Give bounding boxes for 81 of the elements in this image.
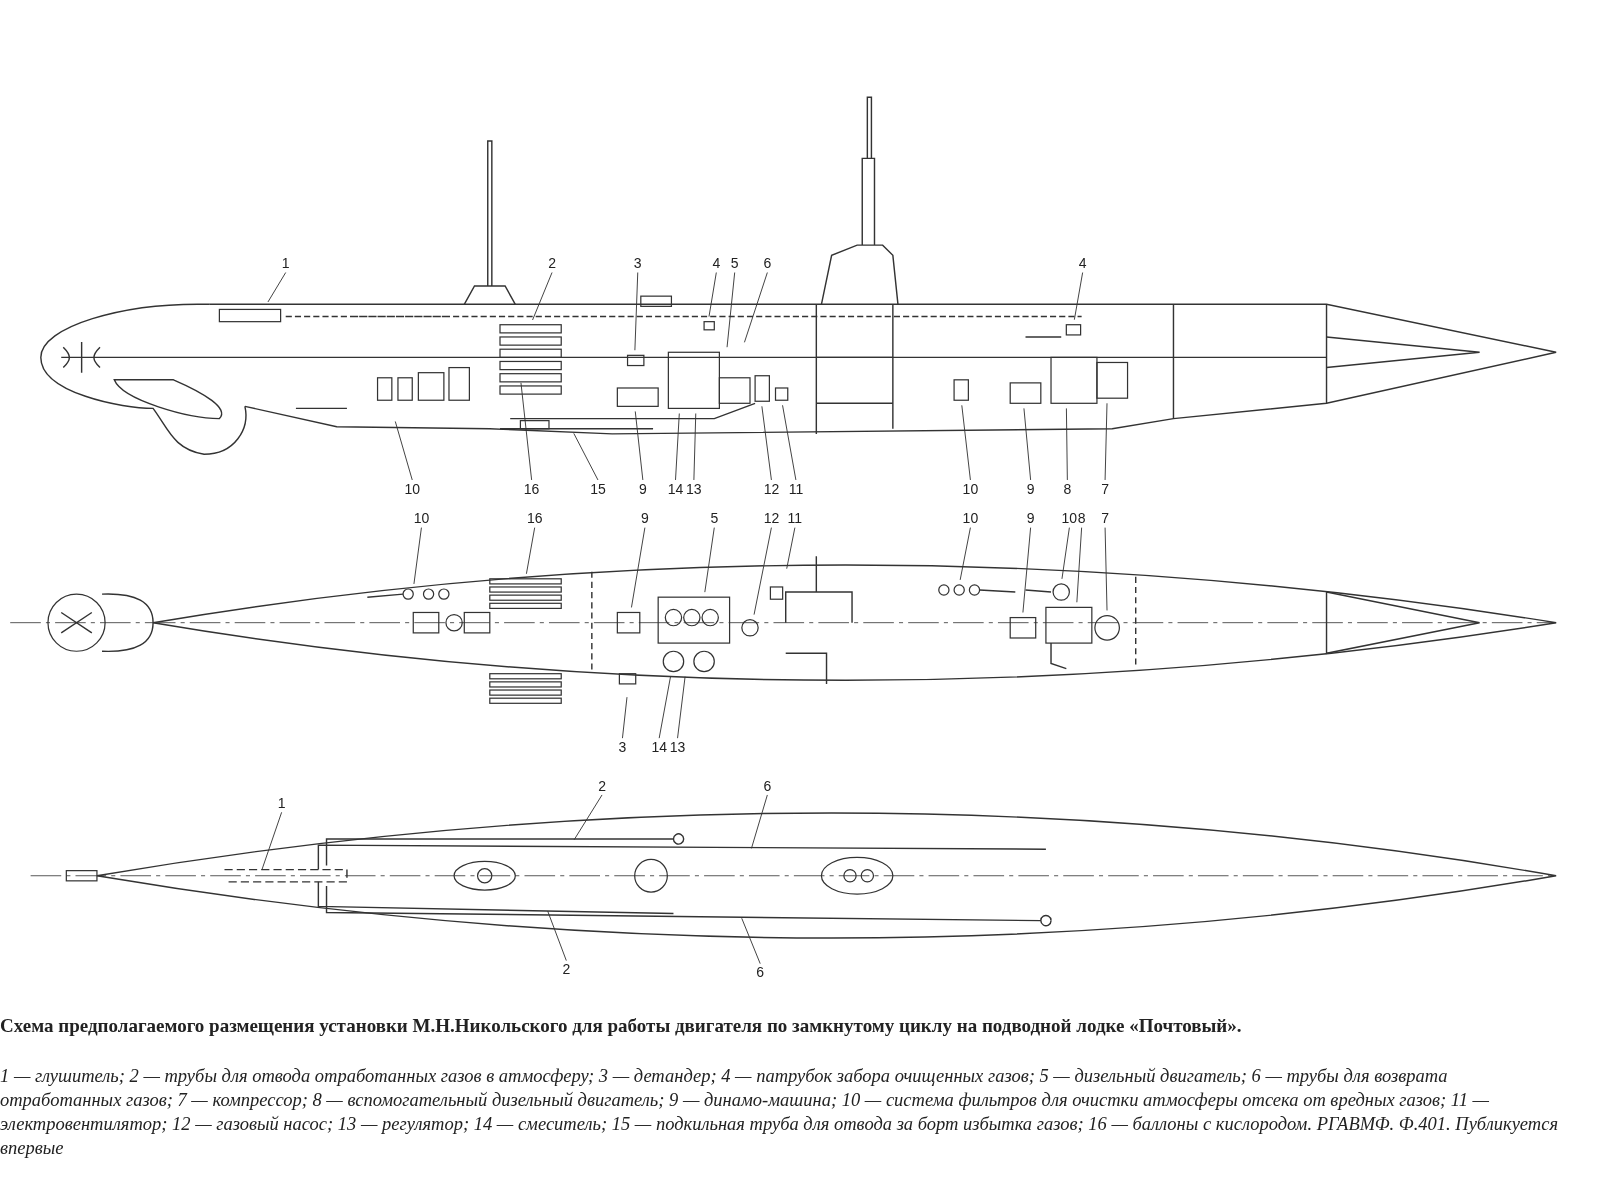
leader-line xyxy=(547,910,567,962)
leader-line xyxy=(761,405,772,481)
callout-number: 6 xyxy=(754,964,767,981)
leader-line xyxy=(751,794,768,849)
callout-number: 4 xyxy=(710,255,723,272)
leader-line xyxy=(675,413,680,481)
leader-line xyxy=(631,527,646,608)
leader-line xyxy=(786,527,796,570)
callout-number: 11 xyxy=(785,510,805,527)
leader-line xyxy=(782,404,797,481)
callout-number: 13 xyxy=(684,480,704,497)
callout-number: 7 xyxy=(1099,510,1111,527)
leader-line xyxy=(1104,527,1108,611)
leader-line xyxy=(726,272,736,348)
callout-number: 10 xyxy=(960,510,981,527)
callout-number: 6 xyxy=(761,255,774,272)
callout-number: 7 xyxy=(1099,480,1111,497)
callout-number: 5 xyxy=(708,510,721,527)
callout-number: 5 xyxy=(728,255,741,272)
callout-number: 4 xyxy=(1076,255,1089,272)
pipe-drawing xyxy=(317,844,1047,871)
leader-line xyxy=(573,794,603,841)
callout-number: 10 xyxy=(960,480,981,497)
callout-number: 9 xyxy=(1024,510,1037,527)
callout-number: 15 xyxy=(588,480,608,497)
leader-line xyxy=(520,382,533,481)
leader-line xyxy=(532,272,553,321)
callout-number: 2 xyxy=(560,961,573,978)
pipe-drawing xyxy=(317,881,675,915)
callout-number: 12 xyxy=(761,510,782,527)
callout-number: 3 xyxy=(616,738,629,755)
callout-number: 14 xyxy=(649,738,669,755)
callout-number: 11 xyxy=(786,480,806,497)
muffler-drawing xyxy=(223,868,348,883)
leader-line xyxy=(622,696,628,739)
leader-line xyxy=(1065,407,1068,481)
callout-number: 9 xyxy=(1024,480,1037,497)
leader-line xyxy=(1073,272,1084,321)
leader-line xyxy=(741,917,761,965)
leader-line xyxy=(961,404,971,481)
figure-title: Схема предполагаемого размещения установки М.Н.Никольского для работы двигателя по замкнутому циклу на подводной лодке «Почтовый». xyxy=(0,1014,1243,1038)
leader-line xyxy=(744,272,768,343)
leader-line xyxy=(413,527,422,585)
leader-line xyxy=(1104,402,1108,481)
leader-line xyxy=(573,432,599,481)
pipe-drawing xyxy=(325,833,685,867)
callout-number: 8 xyxy=(1061,480,1074,497)
leader-line xyxy=(634,272,639,351)
leader-line xyxy=(394,421,413,481)
callout-number: 2 xyxy=(546,255,558,272)
leader-line xyxy=(677,676,686,739)
leader-line xyxy=(267,272,287,303)
leader-line xyxy=(959,527,971,581)
leader-line xyxy=(704,527,715,593)
callout-number: 16 xyxy=(524,510,545,527)
leader-line xyxy=(658,676,671,739)
leader-line xyxy=(753,527,772,616)
callout-number: 2 xyxy=(596,777,608,794)
leader-line xyxy=(1076,527,1083,603)
figure-caption: 1 — глушитель; 2 — трубы для отвода отработанных газов в атмосферу; 3 — детандер; 4 — патрубок забора очищенных газов; 5 — дизельный двигатель; 6 — трубы для возврата отработанных газов; 7 — компрессор; 8 — вспомогательный дизельный двигатель; 9 — динамо-машина; 10 — система фильтров для очистки атмосферы отсека от вредных газов; 11 — электровентилятор; 12 — газовый насос; 13 — регулятор; 14 — смеситель; 15 — подкильная труба для отвода за борт избытка газов; 16 — баллоны с кислородом. РГАВМФ. Ф.401. Публикуется впервые xyxy=(0,1065,1559,1160)
leader-line xyxy=(1061,527,1070,580)
callout-number: 1 xyxy=(275,795,288,812)
callout-number: 12 xyxy=(761,480,782,497)
pipe-drawing xyxy=(325,885,1052,927)
callout-number: 13 xyxy=(667,738,688,755)
leader-line xyxy=(261,811,283,871)
leader-line xyxy=(1022,527,1032,613)
callout-number: 9 xyxy=(639,510,651,527)
leader-line xyxy=(525,527,536,575)
callout-number: 14 xyxy=(665,480,686,497)
leader-line xyxy=(693,413,697,481)
leader-line xyxy=(1023,407,1032,481)
callout-number: 9 xyxy=(636,480,649,497)
callout-number: 1 xyxy=(279,255,292,272)
leader-line xyxy=(634,410,644,481)
callout-number: 16 xyxy=(521,480,542,497)
callout-number: 3 xyxy=(631,255,644,272)
callout-number: 10 xyxy=(411,510,432,527)
callout-number: 10 xyxy=(402,480,422,497)
callout-number: 6 xyxy=(761,777,774,794)
leader-line xyxy=(708,272,717,318)
